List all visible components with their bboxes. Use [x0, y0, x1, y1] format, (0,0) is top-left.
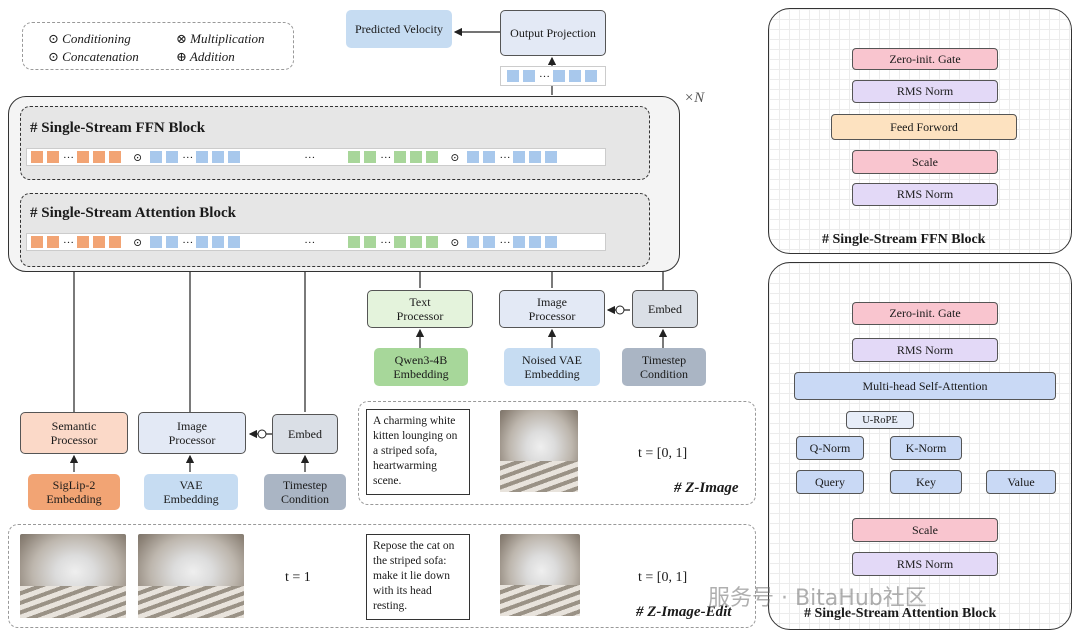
feed-forward-box: Feed Forword: [831, 114, 1017, 140]
ffn-block-panel: [20, 106, 650, 180]
key-box: Key: [890, 470, 962, 494]
value-box: Value: [986, 470, 1056, 494]
image-processor-box-zimage: Image Processor: [499, 290, 605, 328]
edit-example-box: [8, 524, 756, 628]
attention-detail-title: # Single-Stream Attention Block: [804, 606, 997, 621]
zimage-t-range: t = [0, 1]: [638, 446, 688, 461]
ffn-block-title: # Single-Stream FFN Block: [30, 120, 206, 136]
noised-vae-embedding-box: Noised VAE Embedding: [504, 348, 600, 386]
embed-box-zimage: Embed: [632, 290, 698, 328]
attn-scale-box: Scale: [852, 518, 998, 542]
knorm-box: K-Norm: [890, 436, 962, 460]
attn-gate-box: Zero-init. Gate: [852, 302, 998, 325]
ffn-token-strip: … ⊙ … … … ⊙ …: [26, 148, 606, 166]
edit-source-photo-2: [138, 534, 244, 618]
query-box: Query: [796, 470, 864, 494]
timestep-condition-box-edit: Timestep Condition: [264, 474, 346, 510]
legend-concatenation: ⊙ Concatenation: [48, 49, 139, 64]
attention-block-panel: [20, 193, 650, 267]
legend-addition: ⊕ Addition: [176, 49, 235, 64]
qwen-embedding-box: Qwen3-4B Embedding: [374, 348, 468, 386]
edit-t-one: t = 1: [285, 570, 311, 585]
edit-output-photo: [500, 534, 580, 616]
legend-conditioning-label: Conditioning: [62, 31, 131, 46]
zimage-example-box: [358, 401, 756, 505]
mhsa-box: Multi-head Self-Attention: [794, 372, 1056, 400]
urope-box: U-RoPE: [846, 411, 914, 429]
text-processor-box: Text Processor: [367, 290, 473, 328]
zimage-caption: A charming white kitten lounging on a st…: [366, 409, 470, 495]
legend-multiplication: ⊗ Multiplication: [176, 31, 265, 46]
ffn-rmsnorm-bottom-box: RMS Norm: [852, 183, 998, 206]
ffn-scale-box: Scale: [852, 150, 998, 174]
predicted-velocity-box: Predicted Velocity: [346, 10, 452, 48]
legend-box: [22, 22, 294, 70]
qnorm-box: Q-Norm: [796, 436, 864, 460]
zimage-cat-photo: [500, 410, 578, 492]
image-processor-box-edit: Image Processor: [138, 412, 246, 454]
output-token-strip: …: [500, 66, 606, 86]
output-projection-box: Output Projection: [500, 10, 606, 56]
legend-addition-label: Addition: [189, 49, 235, 64]
siglip-embedding-box: SigLip-2 Embedding: [28, 474, 120, 510]
vae-embedding-box: VAE Embedding: [144, 474, 238, 510]
legend-multiplication-label: Multiplication: [190, 31, 265, 46]
attention-block-title: # Single-Stream Attention Block: [30, 205, 236, 221]
ffn-gate-box: Zero-init. Gate: [852, 48, 998, 70]
attn-rmsnorm-bottom-box: RMS Norm: [852, 552, 998, 576]
edit-source-photo-1: [20, 534, 126, 618]
watermark: 服务号 · BitaHub社区: [708, 586, 927, 611]
legend-concatenation-label: Concatenation: [62, 49, 139, 64]
edit-label: # Z-Image-Edit: [636, 604, 732, 620]
embed-box-edit: Embed: [272, 414, 338, 454]
attn-rmsnorm-top-box: RMS Norm: [852, 338, 998, 362]
zimage-label: # Z-Image: [674, 480, 739, 496]
attention-token-strip: … ⊙ … … … ⊙ …: [26, 233, 606, 251]
ffn-detail-title: # Single-Stream FFN Block: [822, 232, 986, 247]
edit-caption: Repose the cat on the striped sofa: make…: [366, 534, 470, 620]
ffn-rmsnorm-top-box: RMS Norm: [852, 80, 998, 103]
semantic-processor-box: Semantic Processor: [20, 412, 128, 454]
legend-conditioning: ⊙ Conditioning: [48, 31, 131, 46]
repeat-label: ×N: [684, 90, 705, 106]
edit-t-range: t = [0, 1]: [638, 570, 688, 585]
timestep-condition-box-zimage: Timestep Condition: [622, 348, 706, 386]
